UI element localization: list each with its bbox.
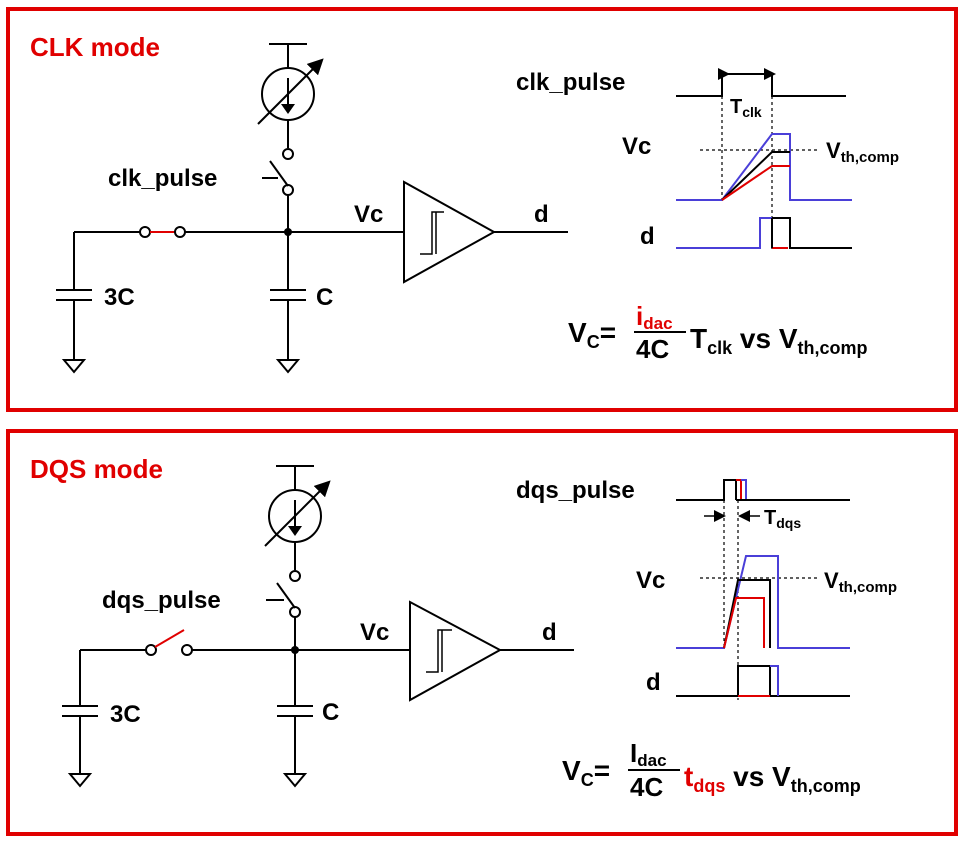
dqs-share-switch	[80, 629, 295, 656]
dqs-d-trace-black	[676, 665, 850, 697]
dqs-vc-trace-red	[723, 597, 765, 649]
clk-cap-3c-label: 3C	[104, 284, 135, 311]
clk-output-label: d	[534, 201, 549, 228]
dqs-wave-pulse-label: dqs_pulse	[516, 477, 635, 504]
clk-vc-trace-black	[721, 151, 790, 201]
svg-text:4C: 4C	[636, 334, 669, 364]
dqs-vc-trace-blue	[676, 555, 850, 649]
clk-d-trace-blue	[676, 217, 772, 249]
svg-text:4C: 4C	[630, 772, 663, 802]
clk-wave-pulse-label: clk_pulse	[516, 69, 625, 96]
dqs-equation: VC= Idac 4C tdqs vs Vth,comp	[562, 738, 861, 802]
clk-wave-d-label: d	[640, 223, 655, 250]
svg-text:VC=: VC=	[568, 317, 616, 352]
ground-icon	[61, 359, 87, 374]
clk-cap-3c: 3C	[56, 232, 135, 374]
dqs-waveforms: dqs_pulse Tdqs Vc Vth,comp d	[516, 477, 897, 700]
ground-icon	[282, 773, 308, 788]
clk-comparator: d	[403, 180, 568, 284]
dqs-switch-label: dqs_pulse	[102, 587, 221, 614]
svg-text:Tclk vs Vth,comp: Tclk vs Vth,comp	[690, 323, 868, 358]
dqs-panel-frame	[6, 429, 958, 836]
hysteresis-icon	[420, 211, 444, 255]
dqs-cap-c-label: C	[322, 699, 339, 726]
dqs-mode-panel: DQS mode dqs_pulse	[6, 429, 958, 836]
clk-current-source	[257, 43, 324, 148]
svg-text:tdqs vs Vth,comp: tdqs vs Vth,comp	[684, 761, 861, 796]
clk-share-switch	[74, 226, 288, 238]
clk-d-trace-black	[772, 217, 852, 249]
clk-period-label: Tclk	[730, 96, 762, 120]
ground-icon	[67, 773, 93, 788]
dqs-panel-title: DQS mode	[30, 454, 163, 484]
dqs-cap-3c-label: 3C	[110, 701, 141, 728]
clk-waveforms: clk_pulse Tclk Vc Vth,comp d	[516, 68, 899, 250]
dqs-pulse-trace-blue	[741, 479, 850, 501]
dqs-current-source	[264, 465, 331, 570]
dqs-pulse-trace-black	[676, 479, 737, 501]
svg-text:idac: idac	[636, 301, 673, 333]
dqs-cap-c: C	[277, 699, 339, 788]
dqs-vc-label: Vc	[360, 619, 389, 646]
variable-arrow-icon	[264, 480, 331, 547]
clk-panel-title: CLK mode	[30, 32, 160, 62]
clk-cap-c-label: C	[316, 284, 333, 311]
svg-text:VC=: VC=	[562, 755, 610, 790]
svg-text:Idac: Idac	[630, 738, 667, 770]
clk-vc-trace-blue	[676, 133, 852, 201]
clk-vc-label: Vc	[354, 201, 383, 228]
dqs-output-label: d	[542, 619, 557, 646]
clk-threshold-label: Vth,comp	[826, 138, 899, 166]
dqs-threshold-label: Vth,comp	[824, 568, 897, 596]
clk-vc-trace-red	[721, 165, 790, 201]
variable-arrow-icon	[257, 58, 324, 125]
clk-equation: VC= idac 4C Tclk vs Vth,comp	[568, 301, 868, 364]
clk-pulse-switch: clk_pulse	[108, 148, 294, 196]
dqs-wave-vc-label: Vc	[636, 567, 665, 594]
clk-switch-label: clk_pulse	[108, 165, 217, 192]
clk-wave-vc-label: Vc	[622, 133, 651, 160]
dqs-period-label: Tdqs	[764, 507, 801, 531]
dqs-pulse-switch: dqs_pulse	[102, 570, 301, 618]
clk-cap-c: C	[270, 284, 333, 374]
clk-mode-panel: CLK mode clk_pulse	[6, 7, 958, 412]
clk-pulse-trace	[676, 73, 846, 97]
ground-icon	[275, 359, 301, 374]
dqs-d-trace-blue	[770, 665, 779, 696]
dqs-cap-3c: 3C	[62, 650, 141, 788]
dqs-vc-trace-black	[723, 579, 771, 649]
hysteresis-icon	[426, 629, 452, 673]
clk-panel-frame	[6, 7, 958, 412]
dqs-wave-d-label: d	[646, 669, 661, 696]
dqs-comparator: d	[409, 600, 574, 702]
